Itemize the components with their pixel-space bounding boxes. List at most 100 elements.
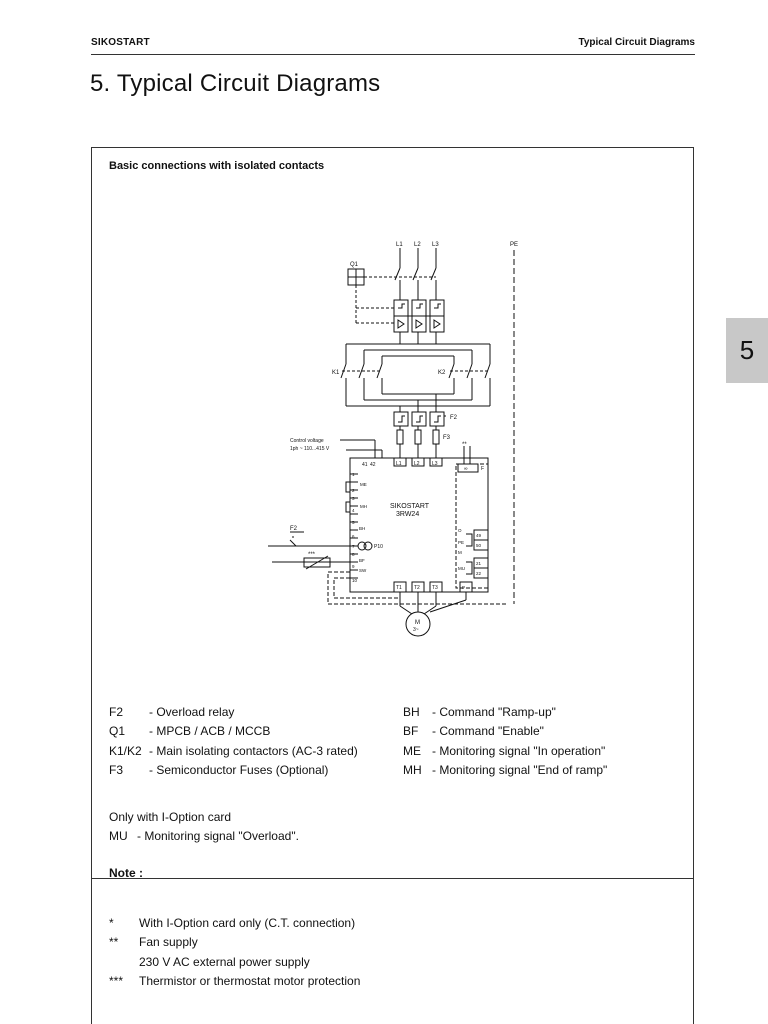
output-terminal-t3: T3	[432, 585, 438, 591]
legend-item: Q1 - MPCB / ACB / MCCB	[109, 722, 358, 741]
note-key	[109, 953, 139, 972]
chapter-tab: 5	[726, 318, 768, 383]
output-terminal-t1: T1	[396, 585, 402, 591]
terminal-7: 7	[352, 544, 355, 549]
terminal-5: 5	[352, 520, 355, 525]
note-item: * With I-Option card only (C.T. connectio…	[109, 914, 360, 933]
legend-right: BH - Command "Ramp-up" BF - Command "Enabl…	[403, 703, 607, 780]
option-card-note: Only with I-Option card MU- Monitoring s…	[109, 808, 299, 847]
legend-key: MH	[403, 762, 422, 777]
pe-label: PE	[510, 242, 518, 248]
f3-label: F3	[443, 435, 451, 441]
device-model: 3RW24	[396, 511, 419, 518]
f2-label: F2	[450, 415, 458, 421]
terminal-6: 6	[352, 534, 355, 539]
legend-key: Q1	[109, 724, 126, 739]
k2-label: K2	[438, 370, 446, 376]
right-label-p: P	[462, 585, 465, 590]
legend-key: BF	[403, 724, 419, 739]
input-terminal-l1: L1	[396, 461, 402, 467]
output-terminal-t2: T2	[414, 585, 420, 591]
box-title: Basic connections with isolated contacts	[109, 160, 325, 172]
legend-item: ME - Monitoring signal "In operation"	[403, 742, 607, 761]
terminal-me: ME	[360, 482, 367, 487]
f2-contact-label: F2	[290, 526, 298, 532]
legend-text: - Command "Enable"	[432, 724, 544, 739]
motor-sub-label: 3~	[413, 627, 419, 633]
legend-left: F2 - Overload relay Q1 - MPCB / ACB / MCCB…	[109, 703, 358, 780]
note-item: *** Thermistor or thermostat motor protec…	[109, 972, 360, 991]
k1-label: K1	[332, 370, 340, 376]
fan-stars: **	[462, 442, 467, 448]
fan-symbol: ∞	[464, 466, 468, 472]
legend-item: F2 - Overload relay	[109, 703, 358, 722]
note-key: ***	[109, 973, 124, 988]
legend-key: BH	[403, 705, 420, 719]
legend-text: - MPCB / ACB / MCCB	[149, 724, 271, 739]
input-terminal-l3: L3	[432, 461, 438, 467]
note-item: ** Fan supply	[109, 933, 360, 952]
legend-text: - Main isolating contactors (AC-3 rated)	[149, 743, 358, 758]
note-text: 230 V AC external power supply	[139, 954, 310, 969]
note-text: With I-Option card only (C.T. connection…	[139, 916, 356, 930]
option-card-line: Only with I-Option card	[109, 810, 232, 824]
header-right: Typical Circuit Diagrams	[578, 37, 695, 48]
motor-label: M	[415, 620, 420, 626]
note-text: Fan supply	[139, 935, 198, 950]
note-title: Note :	[109, 866, 143, 880]
control-voltage-spec: 1ph ~ 110...415 V	[290, 446, 330, 452]
legend-key: ME	[403, 743, 421, 758]
supply-terminal-42: 42	[370, 462, 376, 468]
terminal-8: 8	[352, 552, 355, 557]
terminal-9: 9	[352, 564, 355, 569]
terminal-4: 4	[352, 508, 355, 513]
input-terminal-l2: L2	[414, 461, 420, 467]
page-title: 5. Typical Circuit Diagrams	[90, 70, 381, 97]
legend-text: - Monitoring signal "End of ramp"	[432, 762, 608, 777]
phase-label-l1: L1	[396, 242, 403, 248]
header-divider	[91, 54, 695, 55]
right-label-pe: PE	[458, 540, 464, 545]
thermistor-stars: ***	[308, 552, 316, 558]
fan-label: F	[481, 466, 484, 472]
terminal-1: 1	[352, 472, 355, 477]
right-label-mu: MU	[458, 566, 465, 571]
legend-item: BF - Command "Enable"	[403, 722, 607, 741]
option-card-key: MU	[109, 829, 128, 844]
terminal-2: 2	[352, 488, 355, 493]
legend-key: F2	[109, 705, 124, 719]
terminal-10: 10	[352, 578, 358, 583]
note-text: Thermistor or thermostat motor protectio…	[139, 973, 361, 988]
terminal-mh: MH	[360, 504, 367, 509]
legend-item: MH - Monitoring signal "End of ramp"	[403, 761, 607, 780]
note-divider	[91, 878, 694, 879]
right-label-o: O	[458, 528, 462, 533]
diagram-frame	[91, 147, 694, 1024]
phase-label-l3: L3	[432, 242, 439, 248]
terminal-21: 21	[476, 561, 482, 566]
legend-item: F3- Semiconductor Fuses (Optional)	[109, 761, 358, 780]
legend-item: BH - Command "Ramp-up"	[403, 703, 607, 722]
note-item: 230 V AC external power supply	[109, 953, 360, 972]
legend-key: K1/K2	[109, 743, 142, 758]
terminal-22: 22	[476, 571, 482, 576]
phase-label-l2: L2	[414, 242, 421, 248]
legend-text: - Overload relay	[149, 705, 235, 719]
note-key: *	[109, 916, 114, 930]
note-list: * With I-Option card only (C.T. connectio…	[109, 914, 360, 991]
note-key: **	[109, 935, 119, 950]
legend-text: - Monitoring signal "In operation"	[432, 743, 606, 758]
q1-label: Q1	[350, 262, 359, 268]
supply-terminal-41: 41	[362, 462, 368, 468]
legend-key: F3	[109, 762, 124, 777]
chapter-tab-number: 5	[739, 335, 755, 365]
terminal-bh: BH	[359, 526, 365, 531]
control-voltage-label: Control voltage	[290, 438, 324, 444]
terminal-49: 49	[476, 533, 482, 538]
right-label-m: M	[458, 550, 462, 555]
pt-label: P10	[374, 544, 383, 550]
terminal-bf: BF	[359, 558, 365, 563]
header-left: SIKOSTART	[91, 37, 150, 48]
terminal-sw: SW	[359, 568, 367, 573]
legend-text: - Command "Ramp-up"	[432, 705, 556, 719]
